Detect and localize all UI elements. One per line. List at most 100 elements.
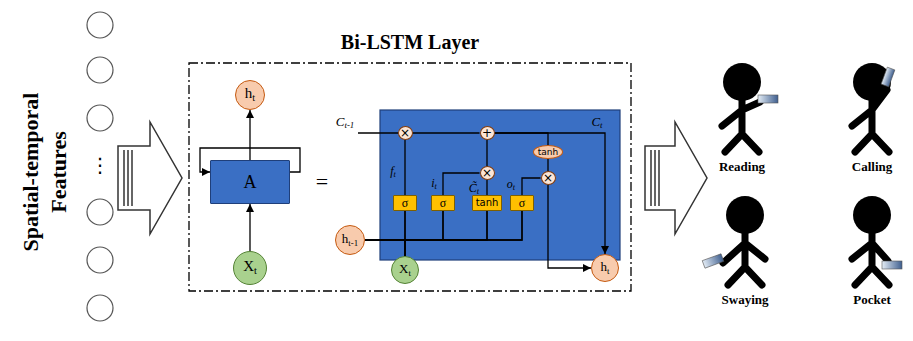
node-text: × <box>543 172 553 184</box>
class-label: Swaying <box>722 290 769 308</box>
tanh-ellipse: tanh <box>533 145 563 159</box>
sigmoid-gate: σ <box>393 195 417 211</box>
hollow-arrow <box>645 122 707 234</box>
subscript-part: t <box>408 268 410 278</box>
arrow-stripe <box>658 150 660 206</box>
node-text: ht <box>245 86 255 103</box>
gate-label: it <box>431 173 437 192</box>
phone-icon <box>758 95 778 103</box>
subscript-part: t <box>513 183 515 192</box>
stick-figure <box>852 196 902 285</box>
text-part: h <box>601 259 608 274</box>
gate-label: it <box>431 177 437 192</box>
neuron-circle <box>87 12 113 38</box>
frame-outline <box>189 63 631 291</box>
neuron-circle <box>87 57 113 83</box>
phone-icon <box>882 261 902 269</box>
node-text: A <box>244 173 257 191</box>
neuron-circle <box>87 105 113 131</box>
text-part: C̃ <box>469 181 477 195</box>
figure-body <box>722 99 760 152</box>
hidden-state-circle: ht <box>591 254 619 282</box>
subscript-part: t <box>252 92 255 103</box>
hollow-arrow <box>645 122 707 234</box>
text-part: C <box>591 114 600 129</box>
cell-state-line <box>358 132 398 133</box>
figure-head <box>723 63 761 101</box>
node-text: + <box>482 127 492 139</box>
connector-line <box>365 211 405 240</box>
connector-line <box>443 173 480 195</box>
text-part: X <box>243 258 254 274</box>
neuron-circle <box>87 295 113 321</box>
ellipsis-mark: ⋮ <box>90 155 110 176</box>
class-label: Pocket <box>853 293 891 306</box>
text-part: C <box>336 114 345 129</box>
node-text: ht-1 <box>342 232 358 247</box>
equals-sign: = <box>316 171 328 193</box>
text-part: X <box>399 261 408 276</box>
subscript-part: t <box>254 265 257 276</box>
multiply-node: × <box>480 166 495 180</box>
class-label: Reading <box>719 160 765 173</box>
text-part: f <box>390 164 393 178</box>
connector-line <box>495 133 606 254</box>
node-text: σ <box>402 197 408 209</box>
connectors <box>250 110 605 268</box>
connector-line <box>405 211 487 256</box>
add-node: + <box>480 126 495 140</box>
sigmoid-gate: σ <box>510 195 534 211</box>
hollow-arrow <box>118 122 182 234</box>
equals-sign: = <box>316 171 328 193</box>
multiply-node: × <box>398 126 413 140</box>
layer-title: Bi-LSTM Layer <box>188 32 632 52</box>
connector-line <box>404 140 405 195</box>
figure-head <box>853 196 891 234</box>
lstm-unit-box: A <box>210 160 290 204</box>
figure-body <box>852 232 889 285</box>
sigmoid-gate: σ <box>431 195 455 211</box>
text-part: o <box>507 177 513 191</box>
gate-label: ft <box>390 165 396 180</box>
axis-title: Spatial-temporal Features <box>17 67 72 277</box>
class-label: Calling <box>852 160 892 173</box>
connector-line <box>486 140 487 166</box>
text-part: h <box>342 231 349 246</box>
arrow-stripe <box>131 150 133 206</box>
node-text: tanh <box>476 198 499 208</box>
stick-figure <box>722 63 778 152</box>
connector-line <box>365 211 487 240</box>
subscript-part: t-1 <box>344 120 354 130</box>
connector-line <box>486 180 487 195</box>
arrow-stripe <box>127 150 129 206</box>
node-text: × <box>400 127 410 139</box>
figure-body <box>723 232 765 285</box>
subscript-part: t <box>600 120 602 130</box>
stick-figure <box>702 196 765 285</box>
arrow-stripe <box>123 150 125 206</box>
arrow-stripe <box>654 150 656 206</box>
text-part: i <box>431 176 434 190</box>
connector-line <box>548 185 591 268</box>
connector-line <box>522 178 541 195</box>
text-part: h <box>245 85 253 101</box>
input-circle: Xt <box>233 251 267 285</box>
stick-figure <box>852 63 895 152</box>
subscript-part: t <box>607 266 609 276</box>
node-text: × <box>482 167 492 179</box>
subscript-part: t <box>477 187 479 196</box>
lstm-cell-box <box>380 110 620 260</box>
cell-state-label: Ct-1 <box>336 112 354 130</box>
tanh-gate: tanh <box>472 195 502 211</box>
neuron-circle <box>87 247 113 273</box>
node-text: tanh <box>538 148 558 157</box>
node-text: σ <box>519 197 525 209</box>
arrow-stripe <box>650 150 652 206</box>
connector-line <box>495 133 549 145</box>
previous-hidden-circle: ht-1 <box>335 225 365 255</box>
subscript-part: t-1 <box>348 238 358 248</box>
neuron-circle <box>87 199 113 225</box>
cell-state-label: Ct <box>591 112 602 130</box>
connector-line <box>249 110 250 160</box>
